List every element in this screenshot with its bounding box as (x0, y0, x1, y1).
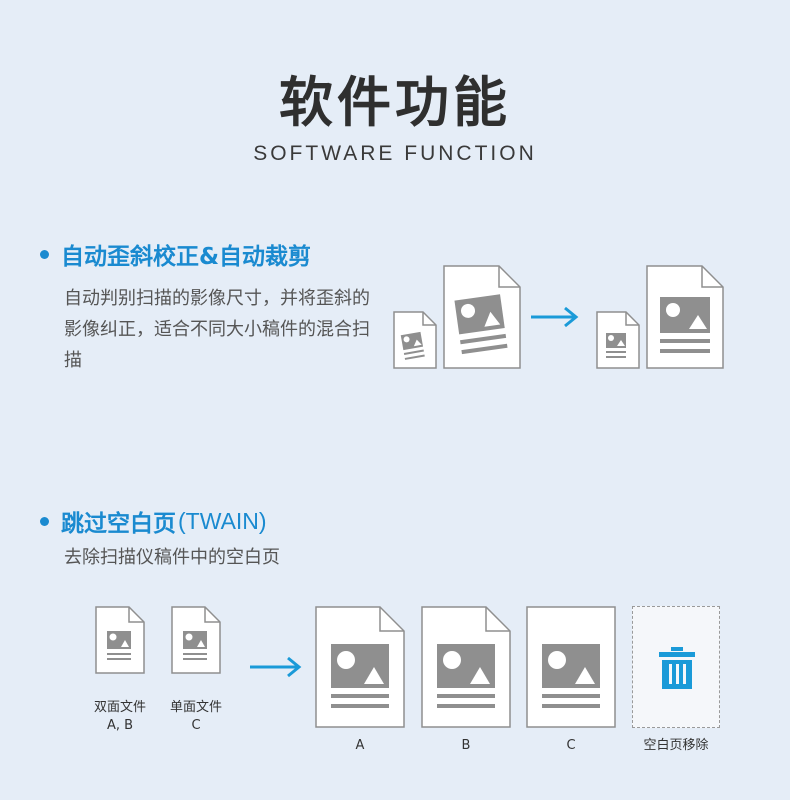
duplex-document-icon (95, 606, 145, 674)
output-b-caption: B (461, 738, 471, 753)
page-subtitle: SOFTWARE FUNCTION (253, 142, 537, 165)
simplex-document-icon (171, 606, 221, 674)
duplex-pages: A, B (106, 718, 134, 733)
section-deskew-heading: 自动歪斜校正&自动裁剪 (40, 237, 311, 271)
page-title: 软件功能 (279, 71, 511, 134)
output-a-caption: A (355, 738, 365, 753)
output-page-c-icon (526, 606, 616, 728)
section-blank-skip-suffix: (TWAIN) (178, 507, 267, 534)
simplex-page: C (191, 718, 201, 733)
bullet-dot (40, 249, 49, 259)
small-document-icon (393, 311, 437, 369)
blank-page-removed-box (632, 606, 720, 728)
large-skewed-document-icon (443, 265, 521, 369)
blank-removed-caption: 空白页移除 (643, 738, 709, 753)
simplex-caption: 单面文件 C (156, 699, 236, 735)
simplex-label: 单面文件 (169, 700, 222, 715)
duplex-caption: 双面文件 A, B (80, 699, 160, 735)
duplex-label: 双面文件 (93, 700, 146, 715)
arrow-right-icon (250, 656, 302, 678)
section-deskew-description: 自动判别扫描的影像尺寸，并将歪斜的影像纠正，适合不同大小稿件的混合扫描 (64, 288, 370, 371)
section-blank-skip-description: 去除扫描仪稿件中的空白页 (64, 547, 280, 568)
output-page-b-icon (421, 606, 511, 728)
section-blank-skip-title: 跳过空白页 (61, 511, 176, 537)
arrow-right-icon (531, 306, 579, 328)
trash-icon (659, 647, 695, 689)
section-deskew-title: 自动歪斜校正&自动裁剪 (61, 244, 312, 270)
output-c-caption: C (566, 738, 576, 753)
large-corrected-document-icon (646, 265, 724, 369)
small-corrected-document-icon (596, 311, 640, 369)
bullet-dot (40, 516, 49, 526)
section-blank-skip-heading: 跳过空白页 (TWAIN) (40, 504, 267, 538)
output-page-a-icon (315, 606, 405, 728)
